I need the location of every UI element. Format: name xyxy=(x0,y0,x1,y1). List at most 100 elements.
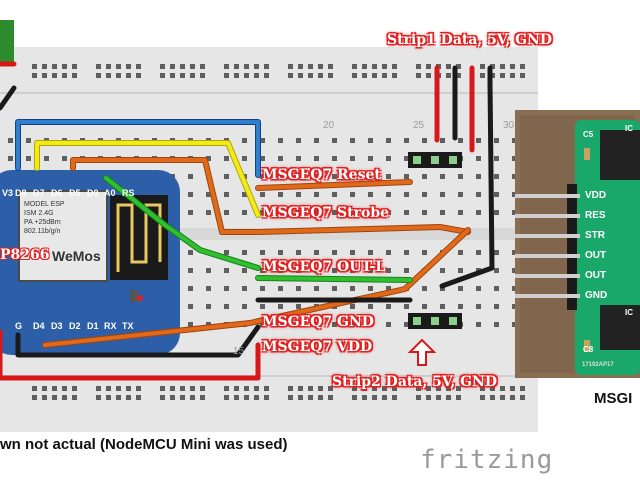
breadboard-hole xyxy=(62,395,67,400)
breadboard-hole xyxy=(416,64,421,69)
breadboard-hole xyxy=(332,268,337,273)
breadboard-hole xyxy=(386,304,391,309)
breadboard-hole xyxy=(458,250,463,255)
breadboard-hole xyxy=(298,64,303,69)
breadboard-hole xyxy=(260,304,265,309)
module-pin-header xyxy=(567,184,577,310)
breadboard-hole xyxy=(190,73,195,78)
esp-module-label xyxy=(20,192,106,280)
breadboard-hole xyxy=(404,322,409,327)
breadboard-hole xyxy=(278,174,283,179)
wire-green-out-l-core xyxy=(104,176,260,270)
breadboard-hole xyxy=(116,386,121,391)
breadboard-hole xyxy=(106,386,111,391)
breadboard-hole xyxy=(500,386,505,391)
chip-text-2: PA +25dBm xyxy=(24,219,61,226)
module-pin-out2: OUT xyxy=(585,270,607,281)
breadboard-hole xyxy=(368,250,373,255)
breadboard-hole xyxy=(296,268,301,273)
breadboard-hole xyxy=(318,73,323,78)
pin-label-top-3: D6 xyxy=(51,188,63,198)
breadboard-hole xyxy=(350,138,355,143)
breadboard-hole xyxy=(440,304,445,309)
breadboard-hole xyxy=(332,322,337,327)
wire-orange-strip1-data-core xyxy=(71,158,470,234)
breadboard-hole xyxy=(386,156,391,161)
breadboard-hole xyxy=(382,73,387,78)
breadboard-hole xyxy=(224,156,229,161)
breadboard-hole xyxy=(296,192,301,197)
breadboard-hole xyxy=(260,322,265,327)
breadboard-hole xyxy=(368,138,373,143)
row-number-30: 30 xyxy=(503,120,515,131)
breadboard-hole xyxy=(136,395,141,400)
breadboard-hole xyxy=(188,286,193,291)
breadboard-hole xyxy=(426,64,431,69)
breadboard-hole xyxy=(278,286,283,291)
breadboard-hole xyxy=(308,73,313,78)
breadboard-hole xyxy=(392,73,397,78)
header-pins xyxy=(413,156,457,325)
breadboard-hole xyxy=(350,322,355,327)
breadboard-hole xyxy=(288,64,293,69)
breadboard-hole xyxy=(242,192,247,197)
breadboard-hole xyxy=(42,386,47,391)
breadboard-hole xyxy=(372,386,377,391)
breadboard-hole xyxy=(494,138,499,143)
breadboard-hole xyxy=(440,286,445,291)
breadboard-hole xyxy=(404,268,409,273)
breadboard-hole xyxy=(458,192,463,197)
breadboard-hole xyxy=(264,386,269,391)
breadboard-hole xyxy=(224,395,229,400)
breadboard-hole xyxy=(458,138,463,143)
pin-label-bottom-2: D3 xyxy=(51,321,63,331)
breadboard-hole xyxy=(314,250,319,255)
breadboard-hole xyxy=(170,395,175,400)
breadboard-hole xyxy=(116,64,121,69)
breadboard-hole xyxy=(352,64,357,69)
breadboard-hole xyxy=(512,156,517,161)
breadboard-hole xyxy=(188,210,193,215)
breadboard-hole xyxy=(126,64,131,69)
breadboard-hole xyxy=(494,156,499,161)
breadboard-hole xyxy=(512,286,517,291)
breadboard-hole xyxy=(136,386,141,391)
breadboard-hole xyxy=(160,64,165,69)
breadboard-hole xyxy=(520,64,525,69)
breadboard-hole xyxy=(314,156,319,161)
breadboard-hole xyxy=(180,386,185,391)
breadboard-hole xyxy=(328,64,333,69)
breadboard-hole xyxy=(456,386,461,391)
breadboard-hole xyxy=(422,138,427,143)
breadboard-hole xyxy=(510,64,515,69)
breadboard-hole xyxy=(296,210,301,215)
row-number-25: 25 xyxy=(413,120,425,131)
fritzing-watermark: fritzing xyxy=(420,445,554,475)
breadboard-hole xyxy=(52,73,57,78)
breadboard-hole xyxy=(32,395,37,400)
breadboard-hole xyxy=(352,73,357,78)
pin-label-top-0: V3 xyxy=(2,188,14,198)
breadboard-hole xyxy=(512,250,517,255)
breadboard-hole xyxy=(296,250,301,255)
breadboard-hole xyxy=(512,304,517,309)
breadboard-hole xyxy=(206,286,211,291)
breadboard-hole xyxy=(52,64,57,69)
breadboard-hole xyxy=(494,250,499,255)
module-pin-out1: OUT xyxy=(585,250,607,261)
breadboard-hole xyxy=(318,64,323,69)
breadboard-hole xyxy=(170,386,175,391)
breadboard-hole xyxy=(456,64,461,69)
breadboard-hole xyxy=(404,304,409,309)
breadboard-hole xyxy=(494,322,499,327)
breadboard-hole xyxy=(382,386,387,391)
breadboard-hole xyxy=(188,304,193,309)
breadboard-hole xyxy=(234,64,239,69)
breadboard-hole xyxy=(476,304,481,309)
breadboard-hole xyxy=(116,73,121,78)
breadboard-hole xyxy=(298,395,303,400)
breadboard-hole xyxy=(350,174,355,179)
breadboard-hole xyxy=(62,386,67,391)
breadboard-hole xyxy=(476,210,481,215)
breadboard-hole xyxy=(296,174,301,179)
